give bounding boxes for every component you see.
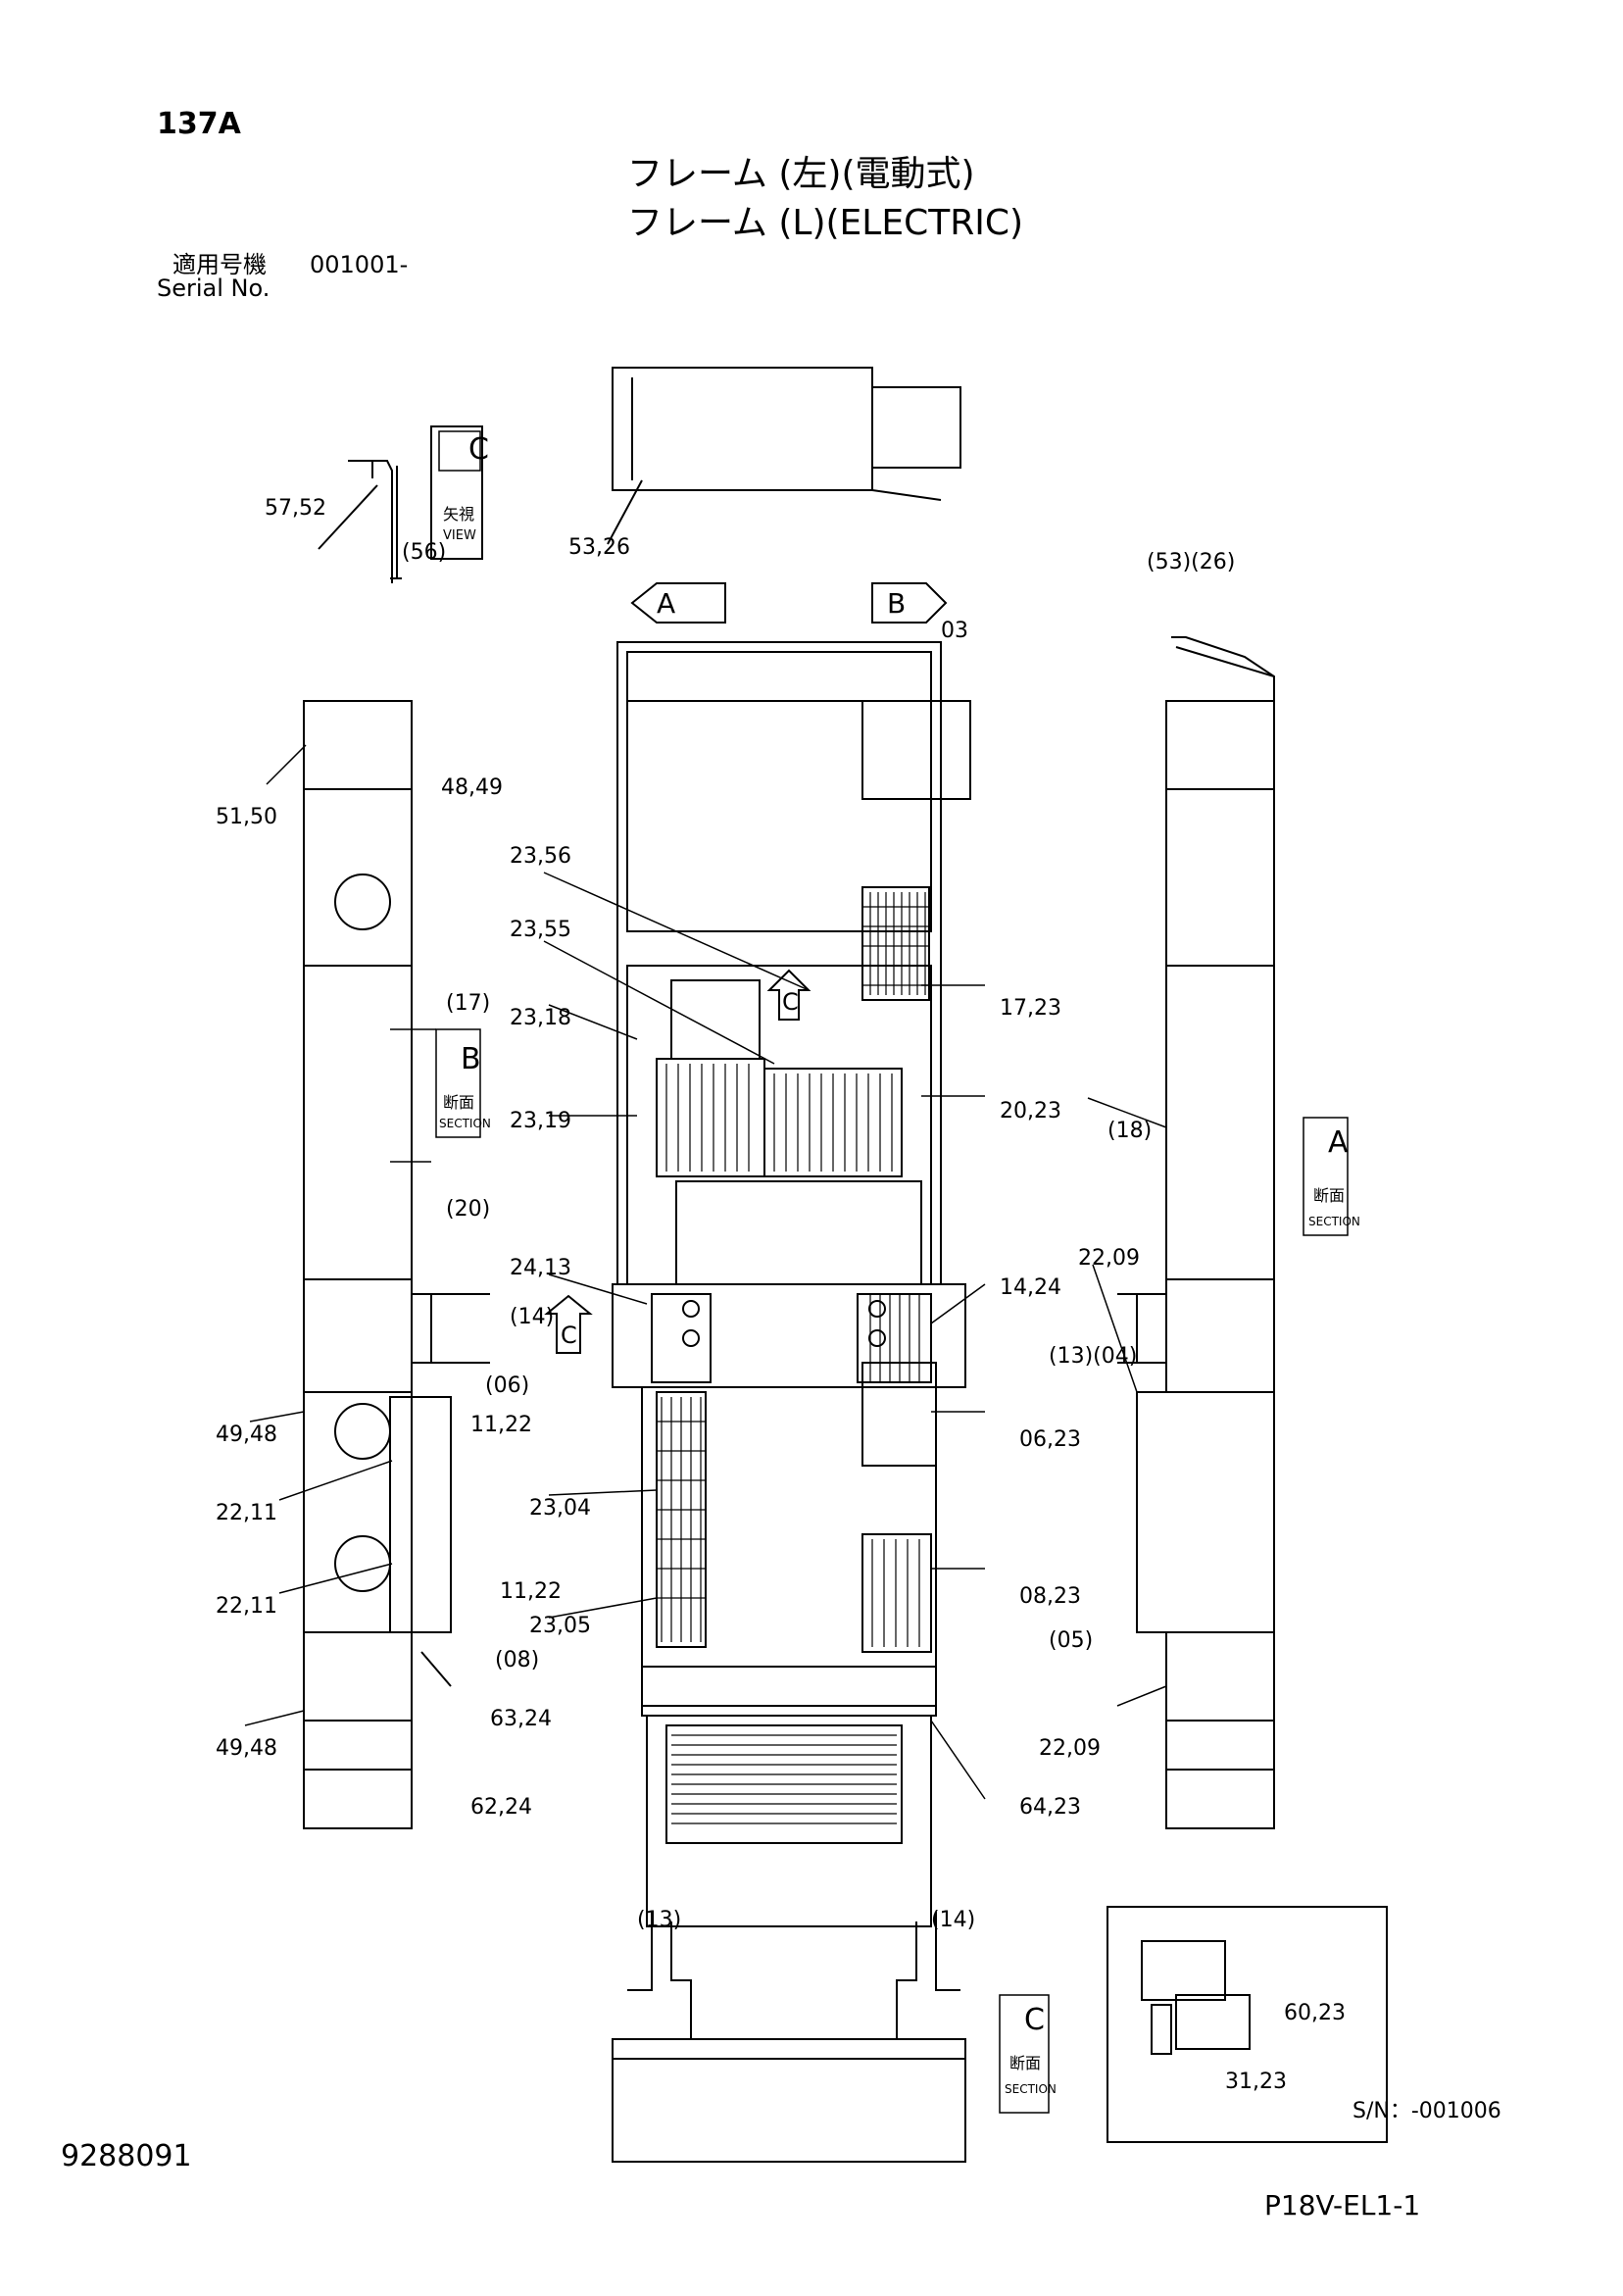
- callout-20-23: 20,23: [1000, 1099, 1061, 1123]
- callout-03: 03: [941, 619, 968, 643]
- section-a-ja: 断面: [1313, 1186, 1345, 1205]
- callout-22-09-lower: 22,09: [1039, 1736, 1101, 1761]
- grating-hatches: [657, 892, 929, 1824]
- arrow-c-side-letter: C: [561, 1322, 577, 1349]
- callout-22-11-upper: 22,11: [216, 1501, 277, 1525]
- callout-62-24: 62,24: [470, 1795, 532, 1820]
- callout-22-11-lower: 22,11: [216, 1594, 277, 1619]
- serial-label-japanese: 適用号機: [172, 251, 267, 278]
- callout-11-22-upper: 11,22: [470, 1413, 532, 1437]
- callout-13-04: (13)(04): [1049, 1344, 1137, 1369]
- callout-11-22-lower: 11,22: [500, 1579, 562, 1604]
- callout-14-section-c: (14): [931, 1908, 975, 1932]
- callout-06-23: 06,23: [1019, 1427, 1081, 1452]
- section-b-letter: B: [461, 1042, 481, 1076]
- callout-49-48-lower: 49,48: [216, 1736, 277, 1761]
- callout-51-50: 51,50: [216, 805, 277, 829]
- callout-23-18: 23,18: [510, 1006, 571, 1030]
- callout-20: (20): [446, 1197, 490, 1222]
- callout-23-19: 23,19: [510, 1109, 571, 1133]
- inset-serial-range: S/N：-001006: [1352, 2099, 1501, 2123]
- callout-64-23: 64,23: [1019, 1795, 1081, 1820]
- callout-18: (18): [1107, 1119, 1152, 1143]
- inset-detail-box: [1107, 1906, 1388, 2143]
- callout-49-48-upper: 49,48: [216, 1423, 277, 1447]
- view-labels: C 矢視 VIEW B 断面 SECTION A 断面 SECTION C 断面…: [435, 430, 1501, 2123]
- callout-60-23: 60,23: [1284, 2001, 1346, 2025]
- direction-arrows: [544, 582, 948, 1354]
- section-b-en: SECTION: [439, 1117, 491, 1130]
- serial-value: 001001-: [310, 251, 409, 278]
- callout-06: (06): [485, 1373, 529, 1398]
- callout-17: (17): [446, 991, 490, 1016]
- sheet-code: P18V-EL1-1: [1264, 2189, 1421, 2221]
- arrow-b-letter: B: [887, 587, 906, 620]
- callout-14-24: 14,24: [1000, 1275, 1061, 1300]
- title-english: フレーム (L)(ELECTRIC): [627, 203, 1024, 243]
- callout-14: (14): [510, 1305, 554, 1329]
- callout-57-52: 57,52: [265, 496, 326, 521]
- callout-08-23: 08,23: [1019, 1584, 1081, 1609]
- view-c-detail: [318, 425, 483, 583]
- arrow-c-main-letter: C: [782, 988, 799, 1016]
- leader-lines: [244, 744, 1167, 1800]
- callout-56: (56): [402, 540, 446, 565]
- section-c-en: SECTION: [1005, 2082, 1057, 2096]
- callout-31-23: 31,23: [1225, 2070, 1287, 2094]
- document-number: 9288091: [61, 2139, 192, 2173]
- left-side-view: [303, 700, 490, 1829]
- callout-05: (05): [1049, 1628, 1093, 1653]
- arrow-a-letter: A: [657, 587, 675, 620]
- main-plan-view: [612, 641, 971, 1927]
- callout-23-56: 23,56: [510, 844, 571, 869]
- part-callouts: 57,52 (56) 53,26 (53)(26) 03 51,50 48,49…: [216, 496, 1346, 2094]
- section-b-ja: 断面: [443, 1093, 474, 1112]
- callout-48-49: 48,49: [441, 775, 503, 800]
- callout-63-24: 63,24: [490, 1707, 552, 1731]
- section-a-letter: A: [1328, 1125, 1349, 1160]
- callout-23-55: 23,55: [510, 918, 571, 942]
- title-japanese: フレーム (左)(電動式): [627, 154, 975, 194]
- section-a-en: SECTION: [1308, 1215, 1360, 1228]
- view-c-en: VIEW: [443, 528, 476, 543]
- page-id: 137A: [157, 107, 241, 141]
- callout-22-09: 22,09: [1078, 1246, 1140, 1271]
- top-frame-detail: [607, 367, 961, 545]
- serial-label-english: Serial No.: [157, 275, 270, 302]
- callout-53-26: 53,26: [568, 535, 630, 560]
- view-c-letter: C: [468, 432, 489, 467]
- callout-53-26-paren: (53)(26): [1147, 550, 1235, 574]
- callout-08: (08): [495, 1648, 539, 1672]
- callout-23-04: 23,04: [529, 1496, 591, 1521]
- callout-24-13: 24,13: [510, 1256, 571, 1280]
- view-c-ja: 矢視: [443, 505, 474, 524]
- callout-17-23: 17,23: [1000, 996, 1061, 1021]
- callout-23-05: 23,05: [529, 1614, 591, 1638]
- section-c-ja: 断面: [1009, 2054, 1041, 2072]
- right-side-view: [1117, 636, 1275, 1829]
- section-c-letter: C: [1024, 2003, 1045, 2037]
- callout-13-section-c: (13): [637, 1908, 681, 1932]
- section-c-view: [612, 1912, 966, 2163]
